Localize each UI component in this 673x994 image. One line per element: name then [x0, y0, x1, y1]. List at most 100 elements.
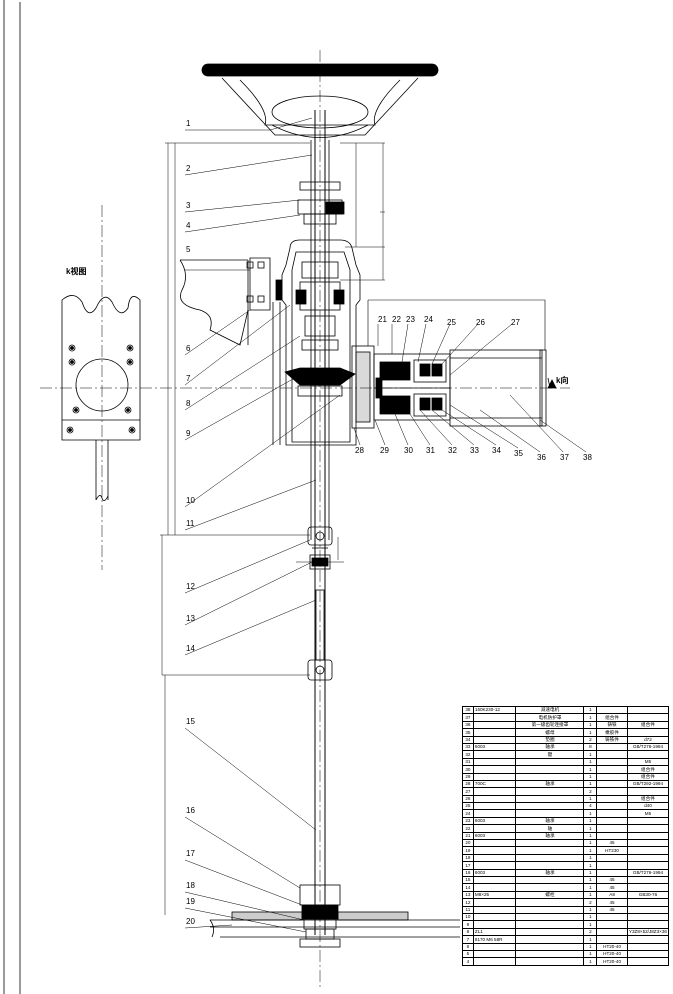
bom-cell-qty: 1: [583, 816, 598, 826]
bom-cell-name: 轴: [515, 824, 585, 833]
callout-20: 20: [186, 917, 195, 926]
bom-cell-code: [472, 728, 517, 737]
callout-1: 1: [186, 119, 191, 128]
bom-cell-code: [472, 794, 517, 804]
bom-cell-qty: 1: [583, 720, 598, 730]
bom-cell-no: 5: [462, 949, 474, 959]
callout-27: 27: [511, 318, 520, 327]
bom-cell-qty: 4: [583, 802, 598, 811]
bom-cell-name: [515, 802, 585, 811]
bom-cell-name: [515, 957, 585, 966]
callout-30: 30: [404, 446, 413, 455]
bom-cell-material: [596, 868, 628, 878]
k-view-label: k视图: [66, 267, 87, 276]
bom-cell-note: d72: [626, 735, 670, 744]
bom-cell-material: [596, 861, 628, 870]
bom-cell-no: 12: [462, 898, 474, 907]
callout-23: 23: [406, 315, 415, 324]
callout-6: 6: [186, 344, 191, 353]
bom-cell-material: 铸铁: [596, 720, 628, 730]
bom-cell-material: [596, 794, 628, 804]
bom-cell-no: 37: [462, 713, 474, 722]
callout-32: 32: [448, 446, 457, 455]
bom-cell-code: [472, 942, 517, 951]
bom-cell-code: [472, 883, 517, 892]
bom-cell-name: 轴承: [515, 779, 585, 789]
bom-cell-material: [596, 705, 628, 715]
bom-cell-no: 26: [462, 794, 474, 804]
bom-cell-note: [626, 949, 670, 959]
bom-cell-qty: 1: [583, 942, 598, 951]
bom-cell-note: [626, 787, 670, 796]
bom-cell-qty: 1: [583, 935, 598, 944]
bom-cell-name: [515, 927, 585, 937]
bom-cell-code: ZL1: [472, 927, 517, 937]
callout-5: 5: [186, 245, 191, 254]
bom-cell-qty: 1: [583, 846, 598, 855]
bom-cell-code: [472, 772, 517, 781]
bom-cell-material: 45: [596, 905, 628, 914]
bom-cell-code: [472, 898, 517, 907]
bom-cell-code: [472, 846, 517, 855]
bom-cell-material: HT20-40: [596, 949, 628, 959]
bom-cell-code: [472, 824, 517, 833]
bom-cell-code: [472, 861, 517, 870]
bom-cell-qty: 1: [583, 853, 598, 863]
callout-group-left: 1 2 3 4 5 6 7 8 9 10 11 12 13 14 15 16 1…: [186, 119, 195, 926]
bom-cell-material: [596, 787, 628, 796]
bom-cell-material: [596, 927, 628, 937]
callout-22: 22: [392, 315, 401, 324]
bom-cell-no: 21: [462, 831, 474, 841]
bom-cell-code: [472, 905, 517, 914]
bom-cell-note: 组合件: [626, 720, 670, 730]
bom-cell-name: [515, 942, 585, 951]
bom-cell-name: [515, 765, 585, 774]
bom-cell-no: 8: [462, 927, 474, 937]
bom-cell-note: [626, 853, 670, 863]
callout-33: 33: [470, 446, 479, 455]
bom-cell-no: 33: [462, 742, 474, 752]
bom-cell-no: 29: [462, 772, 474, 781]
bom-cell-note: d40: [626, 802, 670, 811]
bom-cell-note: [626, 942, 670, 951]
bom-cell-code: [472, 920, 517, 929]
bom-cell-qty: 2: [583, 735, 598, 744]
callout-13: 13: [186, 614, 195, 623]
bom-cell-name: 轴承: [515, 742, 585, 752]
bom-cell-code: [472, 765, 517, 774]
bom-cell-material: [596, 750, 628, 759]
bom-cell-no: 6: [462, 942, 474, 951]
bom-cell-name: [515, 949, 585, 959]
bom-cell-note: [626, 861, 670, 870]
bom-cell-code: 6003: [472, 868, 517, 878]
bom-cell-no: 4: [462, 957, 474, 966]
bom-cell-qty: 1: [583, 779, 598, 789]
callout-26: 26: [476, 318, 485, 327]
bom-cell-note: [626, 883, 670, 892]
bom-cell-qty: 1: [583, 920, 598, 929]
bom-cell-qty: 8: [583, 742, 598, 752]
bom-cell-code: [472, 787, 517, 796]
bom-cell-no: 32: [462, 750, 474, 759]
bom-cell-name: [515, 875, 585, 885]
bom-cell-qty: 1: [583, 750, 598, 759]
bom-cell-no: 31: [462, 757, 474, 767]
bom-cell-no: 28: [462, 779, 474, 789]
bom-cell-material: 45: [596, 839, 628, 848]
bom-cell-note: [626, 705, 670, 715]
